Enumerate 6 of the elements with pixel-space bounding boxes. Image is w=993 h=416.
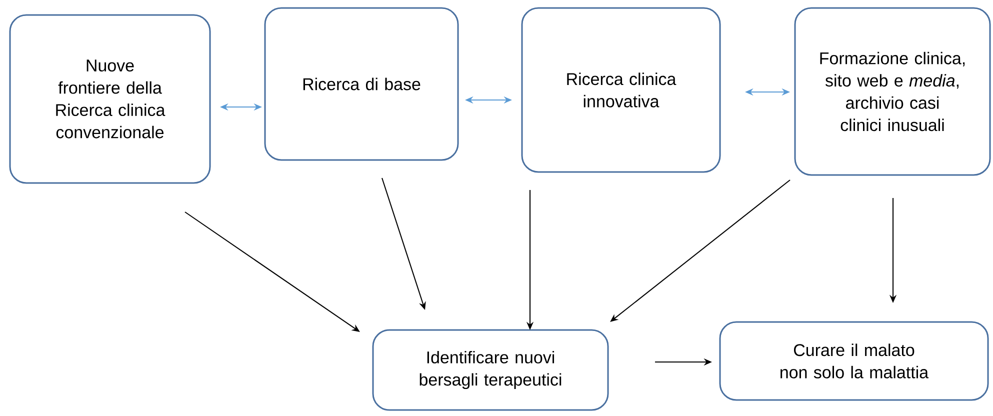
- process-box: Identificare nuovi bersagli terapeutici: [372, 329, 609, 411]
- process-box: Curare il malato non solo la malattia: [719, 321, 989, 401]
- process-box: Ricerca di base: [264, 7, 459, 161]
- process-box: Formazione clinica, sito web e media, archivio casi clinici inusuali: [794, 7, 991, 176]
- process-box: Ricerca clinica innovativa: [521, 7, 721, 173]
- process-box: Nuove frontiere della Ricerca clinica convenzionale: [9, 14, 211, 184]
